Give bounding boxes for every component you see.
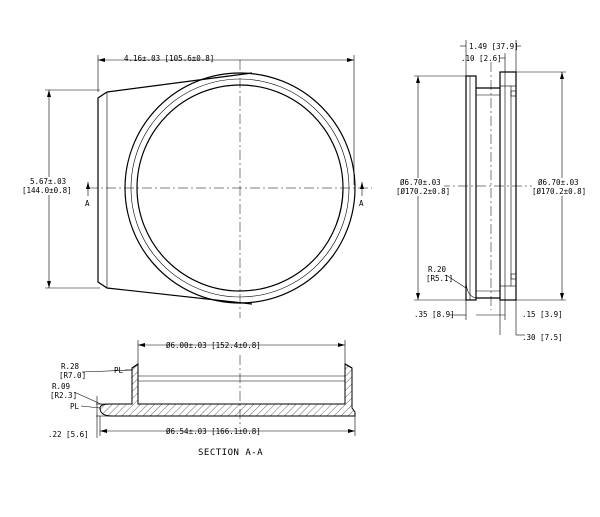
front-height-dim-metric: [144.0±0.8] <box>22 186 72 195</box>
front-view: 4.16±.03 [105.6±0.8] 5.67±.03 [144.0±0.8… <box>20 54 372 318</box>
side-right-dia-imperial: Ø6.70±.03 <box>538 178 579 187</box>
section-radius-1-imperial: R.28 <box>61 362 80 371</box>
section-view: Ø6.00±.03 [152.4±0.8] Ø6.54±.03 [166.1±0… <box>48 340 356 458</box>
front-body-outline <box>97 72 253 305</box>
section-pl-label-top: PL <box>114 366 124 375</box>
section-bottom-dia: Ø6.54±.03 [166.1±0.8] <box>166 427 261 436</box>
side-right-dia-metric: [Ø170.2±0.8] <box>532 187 586 196</box>
side-bottom-right-dim-1: .15 [3.9] <box>522 310 563 319</box>
side-left-dia-metric: [Ø170.2±0.8] <box>396 187 450 196</box>
section-top-dia: Ø6.00±.03 [152.4±0.8] <box>166 341 261 350</box>
section-title: SECTION A-A <box>198 448 263 458</box>
section-marker-right: A <box>359 199 364 208</box>
section-radius-2-metric: [R2.3] <box>50 391 77 400</box>
section-hatched-profile <box>99 363 356 417</box>
section-radius-2-imperial: R.09 <box>52 382 70 391</box>
side-radius-metric: [R5.1] <box>426 274 453 283</box>
front-width-dim: 4.16±.03 [105.6±0.8] <box>124 54 214 63</box>
side-bottom-left-dim: .35 [8.9] <box>414 310 455 319</box>
side-top-dim-2: .10 [2.6] <box>461 54 502 63</box>
side-left-dia-imperial: Ø6.70±.03 <box>400 178 441 187</box>
side-view: Ø6.70±.03 [Ø170.2±0.8] Ø6.70±.03 [Ø170.2… <box>396 40 586 342</box>
section-marker-left: A <box>85 199 90 208</box>
side-top-dim-1: 1.49 [37.9] <box>469 42 519 51</box>
section-radius-1-metric: [R7.0] <box>59 371 86 380</box>
side-radius-imperial: R.20 <box>428 265 447 274</box>
side-front-flange <box>465 75 477 301</box>
side-bottom-right-dim-2: .30 [7.5] <box>522 333 563 342</box>
section-thickness-dim: .22 [5.6] <box>48 430 89 439</box>
front-height-dim-imperial: 5.67±.03 <box>30 177 66 186</box>
section-pl-label-bottom: PL <box>70 402 80 411</box>
